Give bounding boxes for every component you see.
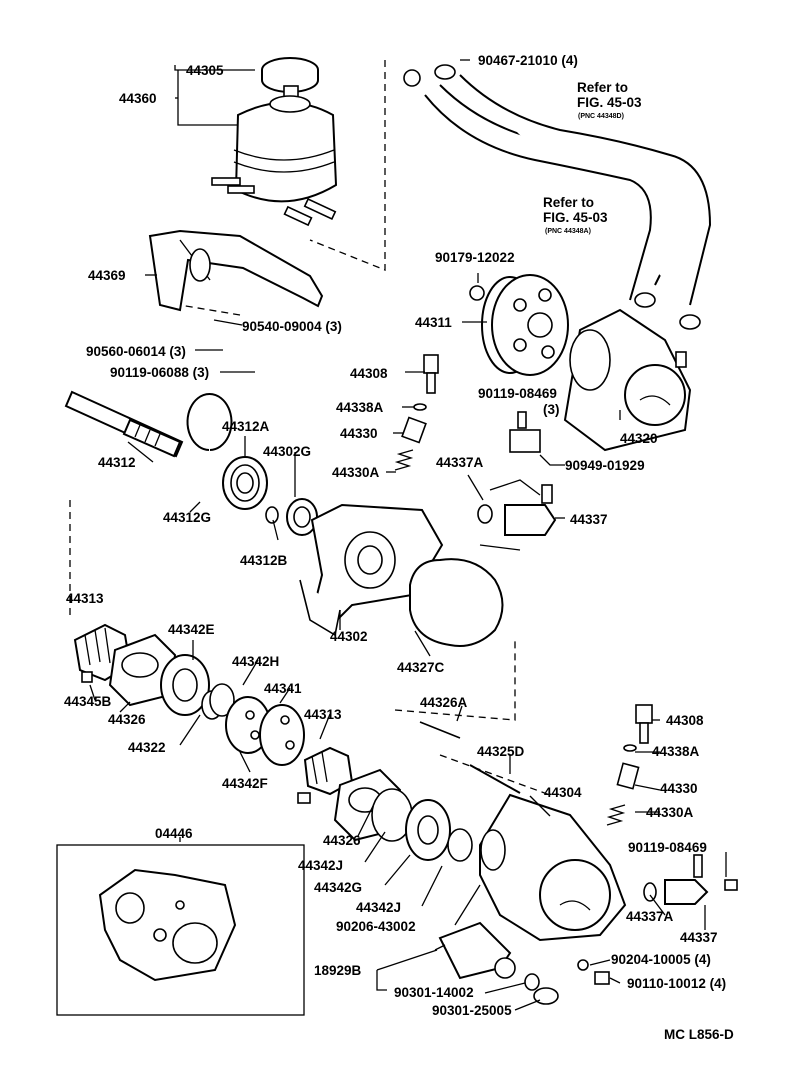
bolt-44325D: [469, 764, 521, 794]
label-44311: 44311: [415, 315, 452, 330]
ring-44312B: [265, 506, 279, 524]
pin-lower: [297, 792, 311, 804]
pin-44326A: [419, 721, 461, 739]
plate-44342F: [225, 696, 305, 766]
footer-code: MC L856-D: [664, 1027, 734, 1042]
label-44313-upper: 44313: [66, 591, 104, 606]
label-44308-upper: 44308: [350, 366, 388, 381]
label-90179-12022: 90179-12022: [435, 250, 515, 265]
label-44330A-upper: 44330A: [332, 465, 380, 480]
label-90949-01929: 90949-01929: [565, 458, 645, 473]
label-44337A-upper: 44337A: [436, 455, 484, 470]
label-44330-upper: 44330: [340, 426, 378, 441]
bolt-90110: [594, 971, 610, 985]
label-90119-08469-lower: 90119-08469: [628, 840, 707, 855]
pulley: [469, 274, 569, 376]
label-44342H: 44342H: [232, 654, 279, 669]
label-44312G: 44312G: [163, 510, 211, 525]
label-90560-06014: 90560-06014 (3): [86, 344, 186, 359]
label-44342E: 44342E: [168, 622, 215, 637]
label-90204-10005: 90204-10005 (4): [611, 952, 711, 967]
label-ref2-line2: FIG. 45-03: [543, 210, 608, 225]
label-44337-lower: 44337: [680, 930, 718, 945]
label-44330A-lower: 44330A: [646, 805, 694, 820]
snap-ring-44312G: [186, 393, 233, 451]
label-44327C: 44327C: [397, 660, 445, 675]
label-44360: 44360: [119, 91, 157, 106]
label-44304: 44304: [544, 785, 582, 800]
label-44312: 44312: [98, 455, 136, 470]
label-90206-43002: 90206-43002: [336, 919, 416, 934]
label-90540-09004: 90540-09004 (3): [242, 319, 342, 334]
reservoir-bracket: [148, 229, 324, 312]
cam-ring-44326-upper: [108, 633, 177, 707]
label-ref1-line1: Refer to: [577, 80, 628, 95]
flow-control-valve-upper: [394, 354, 439, 471]
oring-44342J-b: [447, 828, 473, 862]
pin-44345B: [81, 671, 93, 683]
washer-90204: [577, 959, 589, 971]
label-ref2-line1: Refer to: [543, 195, 594, 210]
label-44337-upper: 44337: [570, 512, 608, 527]
seal-44302G: [286, 498, 318, 536]
input-shaft: [64, 390, 184, 458]
oring-90301-14002: [524, 973, 540, 991]
label-44322: 44322: [128, 740, 166, 755]
label-44302: 44302: [330, 629, 368, 644]
label-44338A-lower: 44338A: [652, 744, 700, 759]
label-44326-upper: 44326: [108, 712, 146, 727]
label-44313-lower: 44313: [304, 707, 342, 722]
label-90301-25005: 90301-25005: [432, 1003, 512, 1018]
reference-dashed-lines: [69, 60, 551, 796]
pressure-hoses: [403, 64, 712, 330]
flow-control-valve-lower: [606, 704, 653, 826]
rear-housing-44304: [479, 793, 627, 942]
label-ref1-line3: (PNC 44348D): [578, 113, 624, 120]
label-44342J-a: 44342J: [298, 858, 343, 873]
plate-44342G: [405, 799, 451, 861]
pump-assembly-top: [563, 308, 692, 452]
label-44338A-upper: 44338A: [336, 400, 384, 415]
label-44308-lower: 44308: [666, 713, 704, 728]
union-fitting-lower: [643, 854, 738, 905]
label-44330-lower: 44330: [660, 781, 698, 796]
union-fitting-upper: [477, 411, 557, 551]
label-90467-21010: 90467-21010 (4): [478, 53, 578, 68]
label-44326A: 44326A: [420, 695, 468, 710]
leader-lines: [89, 59, 727, 1011]
label-90110-10012: 90110-10012 (4): [627, 976, 726, 991]
gasket-kit-04446-box: [56, 844, 305, 1016]
label-90301-14002: 90301-14002: [394, 985, 474, 1000]
label-04446: 04446: [155, 826, 193, 841]
label-44305: 44305: [186, 63, 224, 78]
label-44369: 44369: [88, 268, 126, 283]
label-90119-06088: 90119-06088 (3): [110, 365, 209, 380]
label-44312B: 44312B: [240, 553, 288, 568]
label-44341: 44341: [264, 681, 302, 696]
label-ref2-line3: (PNC 44348A): [545, 228, 591, 235]
label-44342G: 44342G: [314, 880, 362, 895]
label-44342F: 44342F: [222, 776, 268, 791]
bearing-44312A: [222, 456, 268, 510]
label-ref1-line2: FIG. 45-03: [577, 95, 642, 110]
ring-44342H: [209, 683, 235, 717]
gasket-44327C: [409, 558, 504, 647]
plate-44342E: [160, 654, 210, 716]
label-44337A-lower: 44337A: [626, 909, 674, 924]
label-44302G: 44302G: [263, 444, 311, 459]
pressure-switch-18929B: [434, 921, 516, 980]
label-44312A: 44312A: [222, 419, 270, 434]
label-90119-08469-qty: (3): [543, 402, 560, 417]
label-18929B: 18929B: [314, 963, 362, 978]
label-44342J-b: 44342J: [356, 900, 401, 915]
label-44326-lower: 44326: [323, 833, 361, 848]
label-44320: 44320: [620, 431, 658, 446]
part-labels: 44305 44360 90467-21010 (4) Refer to FIG…: [64, 53, 734, 1042]
label-44325D: 44325D: [477, 744, 525, 759]
label-44345B: 44345B: [64, 694, 112, 709]
reservoir-tank: [211, 57, 338, 227]
label-90119-08469-upper: 90119-08469: [478, 386, 557, 401]
